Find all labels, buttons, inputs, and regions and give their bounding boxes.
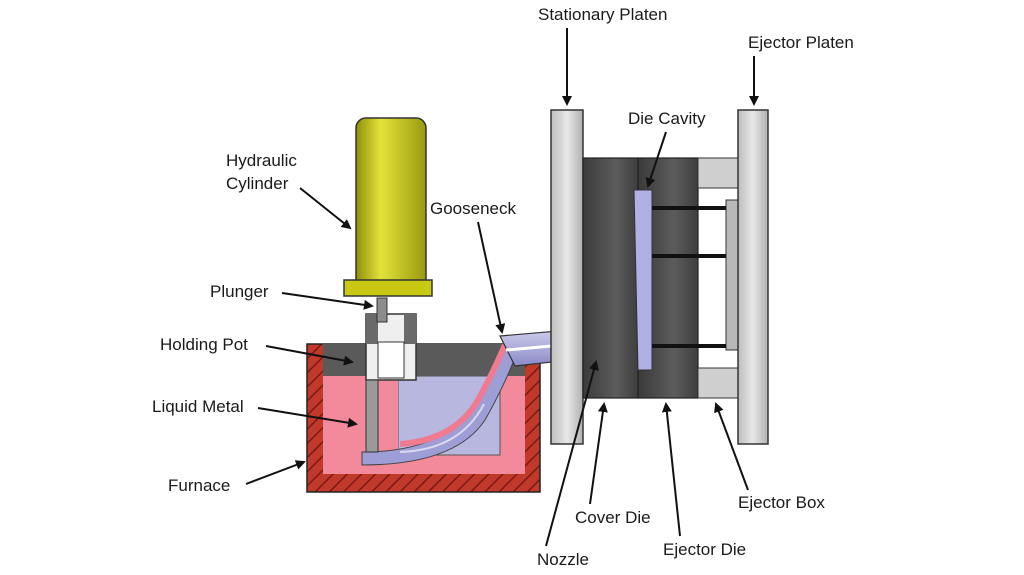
- label-ejector-platen: Ejector Platen: [748, 33, 854, 52]
- label-cover-die: Cover Die: [575, 508, 651, 527]
- label-hydraulic-cylinder-2: Cylinder: [226, 174, 289, 193]
- ejector-platen: [737, 109, 769, 445]
- label-furnace: Furnace: [168, 476, 230, 495]
- ejector-box: [652, 157, 741, 399]
- label-hydraulic-cylinder-1: Hydraulic: [226, 151, 297, 170]
- label-die-cavity: Die Cavity: [628, 109, 706, 128]
- label-holding-pot: Holding Pot: [160, 335, 248, 354]
- stationary-platen: [550, 109, 584, 445]
- label-liquid-metal: Liquid Metal: [152, 397, 244, 416]
- plunger: [376, 297, 388, 323]
- plunger-housing: [365, 313, 417, 453]
- label-ejector-die: Ejector Die: [663, 540, 746, 559]
- hydraulic-cylinder: [343, 117, 433, 297]
- label-plunger: Plunger: [210, 282, 269, 301]
- annotations: Stationary Platen Ejector Platen Die Cav…: [152, 5, 854, 569]
- die-cavity: [633, 189, 653, 371]
- label-gooseneck: Gooseneck: [430, 199, 516, 218]
- cover-die: [582, 157, 639, 399]
- label-nozzle: Nozzle: [537, 550, 589, 569]
- label-ejector-box: Ejector Box: [738, 493, 825, 512]
- label-stationary-platen: Stationary Platen: [538, 5, 667, 24]
